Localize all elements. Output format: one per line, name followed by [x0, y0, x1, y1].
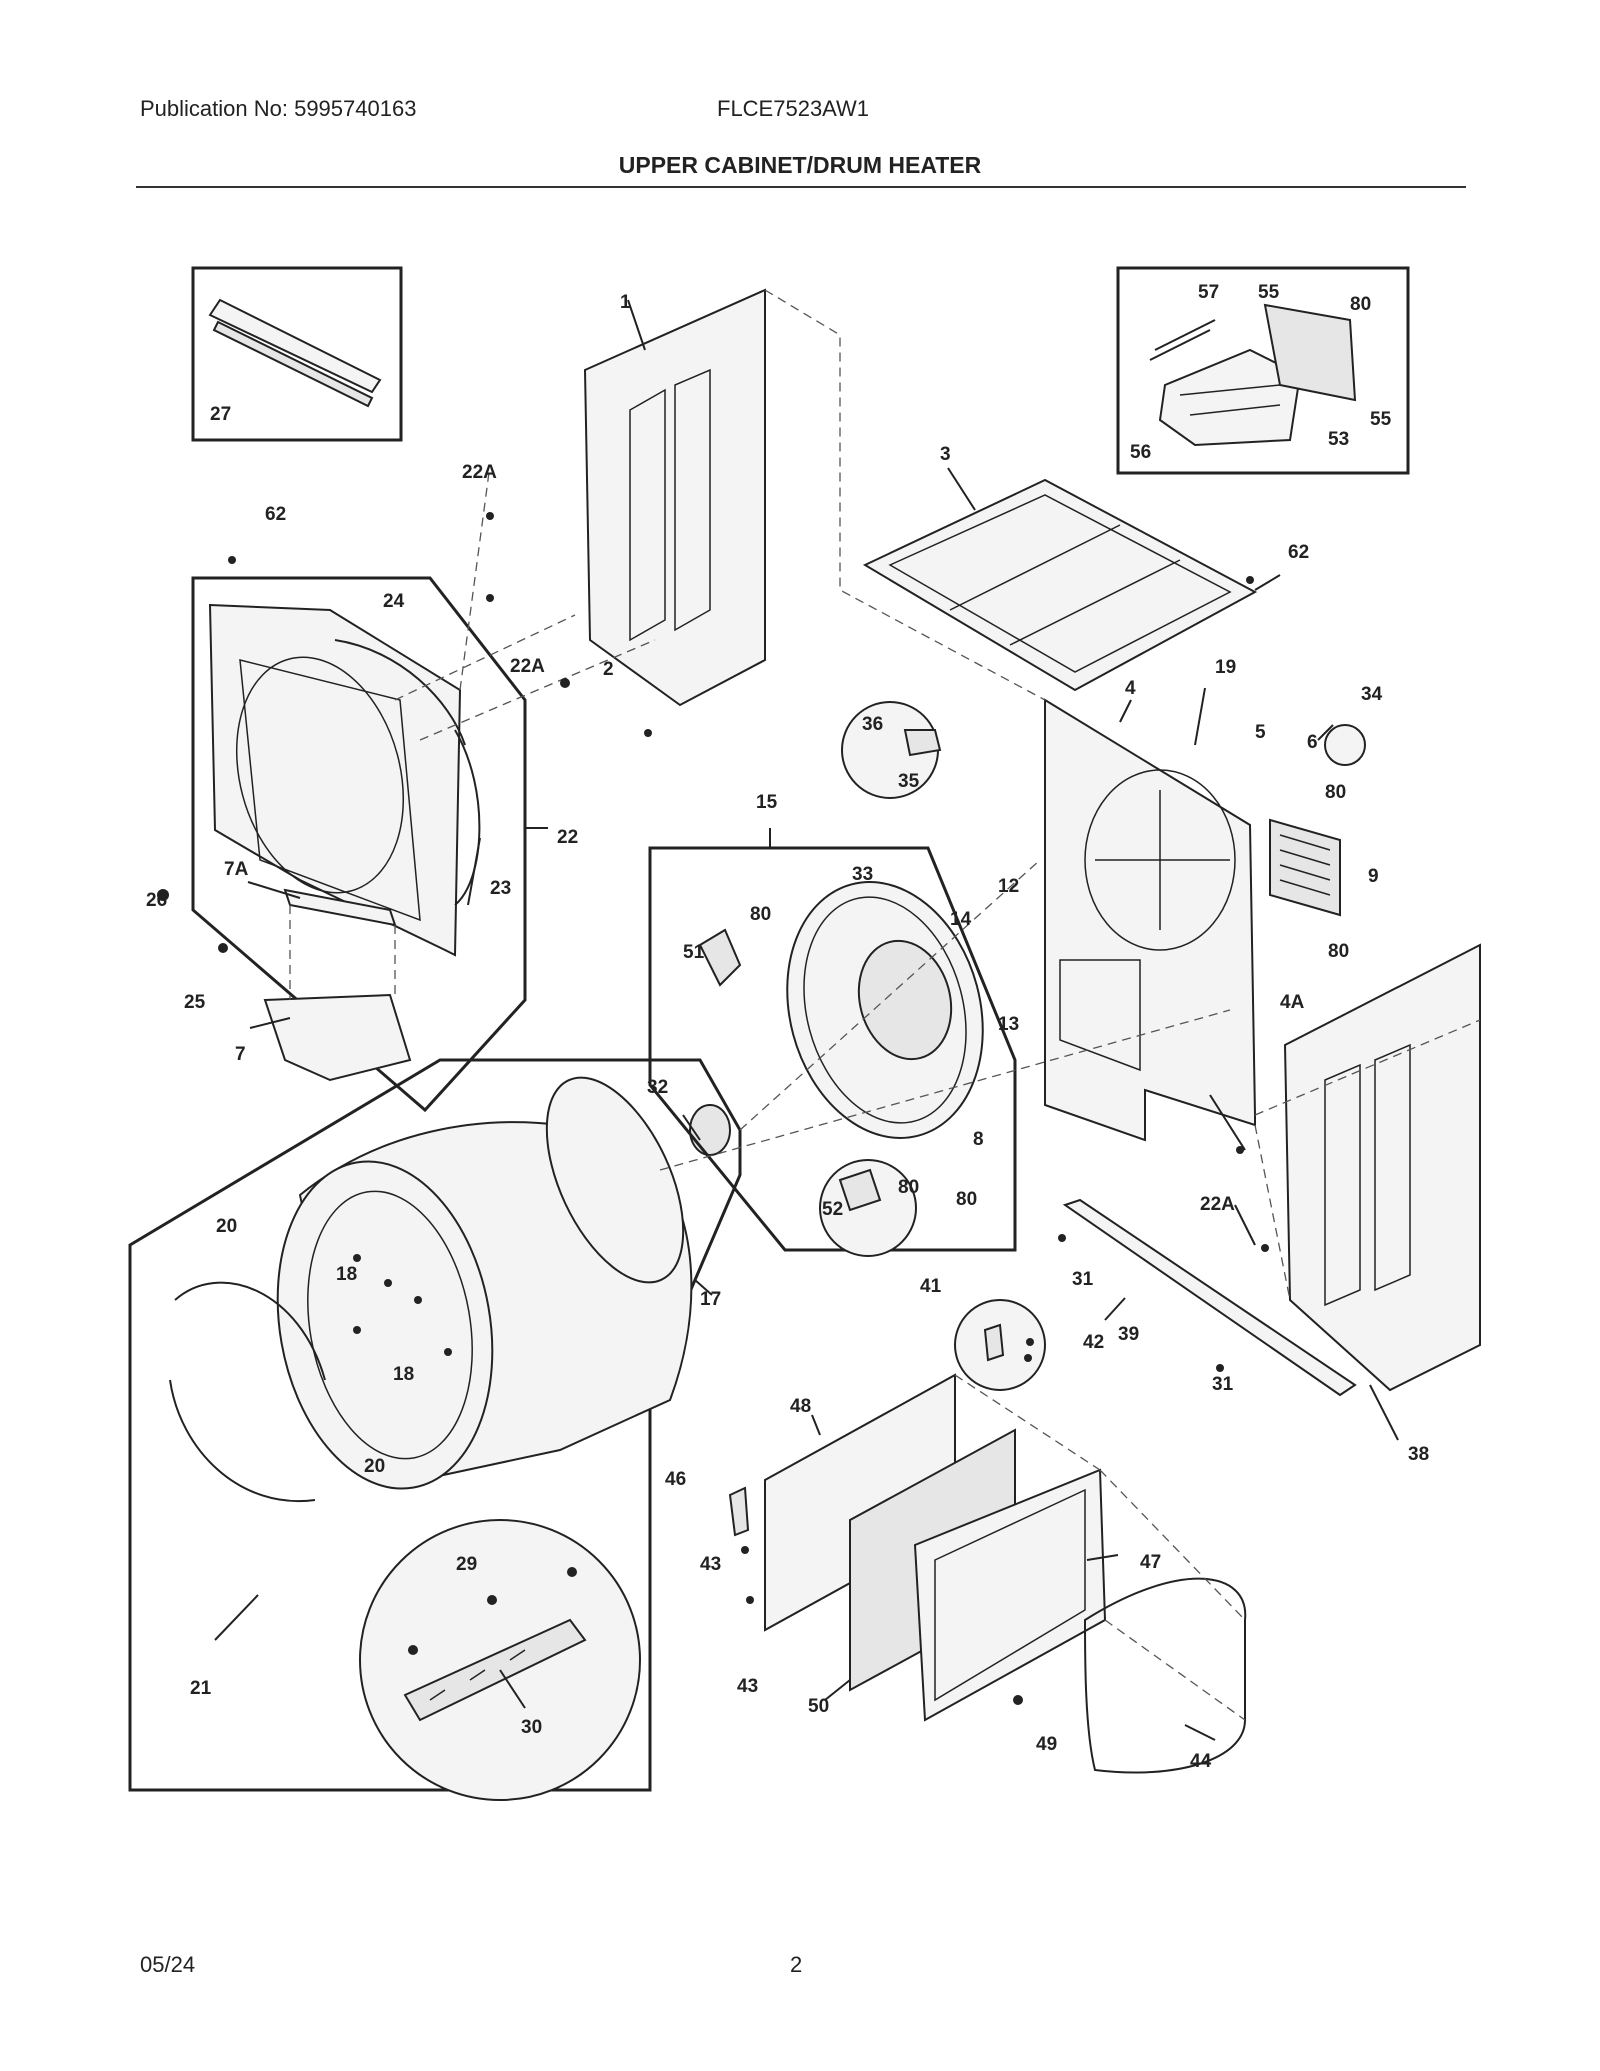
callout-41: 41 — [920, 1276, 942, 1297]
callout-47: 47 — [1140, 1552, 1161, 1573]
leader-lines — [214, 299, 1399, 1741]
callout-22A-c: 22A — [1200, 1194, 1235, 1215]
callout-4A: 4A — [1280, 992, 1305, 1013]
rear-bulkhead-15 — [648, 846, 1017, 1257]
assembly-lines — [394, 289, 1481, 1721]
page-number: 2 — [790, 1952, 803, 1977]
callout-22A-a: 22A — [462, 462, 497, 483]
header-rule — [136, 186, 1466, 188]
rear-panel-4 — [1044, 698, 1366, 1142]
callout-57: 57 — [1198, 282, 1219, 303]
callout-9: 9 — [1368, 866, 1379, 887]
callout-42: 42 — [1083, 1332, 1104, 1353]
callout-36: 36 — [862, 714, 883, 735]
top-panel-3 — [862, 478, 1258, 692]
callout-2: 2 — [603, 659, 614, 680]
callout-3: 3 — [940, 444, 951, 465]
callout-15: 15 — [756, 792, 778, 813]
callout-25: 25 — [184, 992, 206, 1013]
callout-55b: 55 — [1370, 409, 1392, 430]
rail-39 — [1062, 1198, 1357, 1397]
callout-46: 46 — [665, 1469, 686, 1490]
callout-13: 13 — [998, 1014, 1019, 1035]
callout-39: 39 — [1118, 1324, 1139, 1345]
callout-55a: 55 — [1258, 282, 1280, 303]
callout-19: 19 — [1215, 657, 1236, 678]
inset-box-27 — [191, 266, 403, 442]
callout-20b: 20 — [364, 1456, 385, 1477]
callout-5: 5 — [1255, 722, 1266, 743]
callout-31b: 31 — [1212, 1374, 1234, 1395]
callout-1: 1 — [620, 292, 631, 313]
callout-38: 38 — [1408, 1444, 1429, 1465]
page-title: UPPER CABINET/DRUM HEATER — [618, 152, 982, 178]
callout-31a: 31 — [1072, 1269, 1094, 1290]
callout-22: 22 — [557, 827, 578, 848]
callout-12: 12 — [998, 876, 1019, 897]
callout-35: 35 — [898, 771, 920, 792]
callout-29: 29 — [456, 1554, 477, 1575]
hardware-fasteners — [157, 512, 1269, 1705]
callout-22A-b: 22A — [510, 656, 545, 677]
callout-18b: 18 — [393, 1364, 414, 1385]
callout-80e: 80 — [898, 1177, 919, 1198]
callout-labels: 1 2 3 4 4A 5 6 7 7A 8 9 12 13 14 15 17 1… — [146, 282, 1429, 1772]
callout-32: 32 — [647, 1077, 668, 1098]
callout-43a: 43 — [700, 1554, 721, 1575]
front-frame-22 — [191, 576, 527, 1113]
callout-80d: 80 — [750, 904, 771, 925]
callout-27: 27 — [210, 404, 231, 425]
callout-23: 23 — [490, 878, 511, 899]
part-7-toe-panel — [263, 888, 412, 1082]
publication-number: Publication No: 5995740163 — [140, 96, 417, 121]
inset-circle-41-42 — [954, 1299, 1046, 1391]
inset-circle-29-30 — [359, 1519, 641, 1801]
callout-56: 56 — [1130, 442, 1151, 463]
callout-80c: 80 — [1328, 941, 1349, 962]
side-panel-1 — [583, 288, 766, 707]
callout-34: 34 — [1361, 684, 1383, 705]
callout-80a: 80 — [1350, 294, 1371, 315]
callout-30: 30 — [521, 1717, 542, 1738]
inset-circle-35-36 — [841, 701, 942, 799]
callout-7A: 7A — [224, 859, 249, 880]
callout-21: 21 — [190, 1678, 212, 1699]
callout-51: 51 — [683, 942, 705, 963]
callout-8: 8 — [973, 1129, 984, 1150]
callout-26: 26 — [146, 890, 167, 911]
side-panel-38 — [1283, 943, 1481, 1392]
callout-53: 53 — [1328, 429, 1349, 450]
callout-18a: 18 — [336, 1264, 357, 1285]
callout-14: 14 — [950, 909, 972, 930]
callout-80f: 80 — [956, 1189, 977, 1210]
heater-assembly — [728, 1373, 1247, 1774]
callout-33: 33 — [852, 864, 873, 885]
callout-20a: 20 — [216, 1216, 237, 1237]
callout-24: 24 — [383, 591, 405, 612]
drum-assembly-21 — [128, 1058, 742, 1792]
callout-62a: 62 — [265, 504, 286, 525]
callout-43b: 43 — [737, 1676, 758, 1697]
callout-80b: 80 — [1325, 782, 1346, 803]
callout-49: 49 — [1036, 1734, 1057, 1755]
callout-17: 17 — [700, 1289, 721, 1310]
callout-50: 50 — [808, 1696, 829, 1717]
callout-52: 52 — [822, 1199, 843, 1220]
callout-48: 48 — [790, 1396, 811, 1417]
model-number: FLCE7523AW1 — [717, 96, 870, 121]
footer-date: 05/24 — [140, 1952, 196, 1977]
callout-6: 6 — [1307, 732, 1318, 753]
inset-box-electronics — [1116, 266, 1410, 475]
callout-7: 7 — [235, 1044, 246, 1065]
callout-62b: 62 — [1288, 542, 1309, 563]
callout-44: 44 — [1190, 1751, 1212, 1772]
callout-4: 4 — [1125, 678, 1136, 699]
